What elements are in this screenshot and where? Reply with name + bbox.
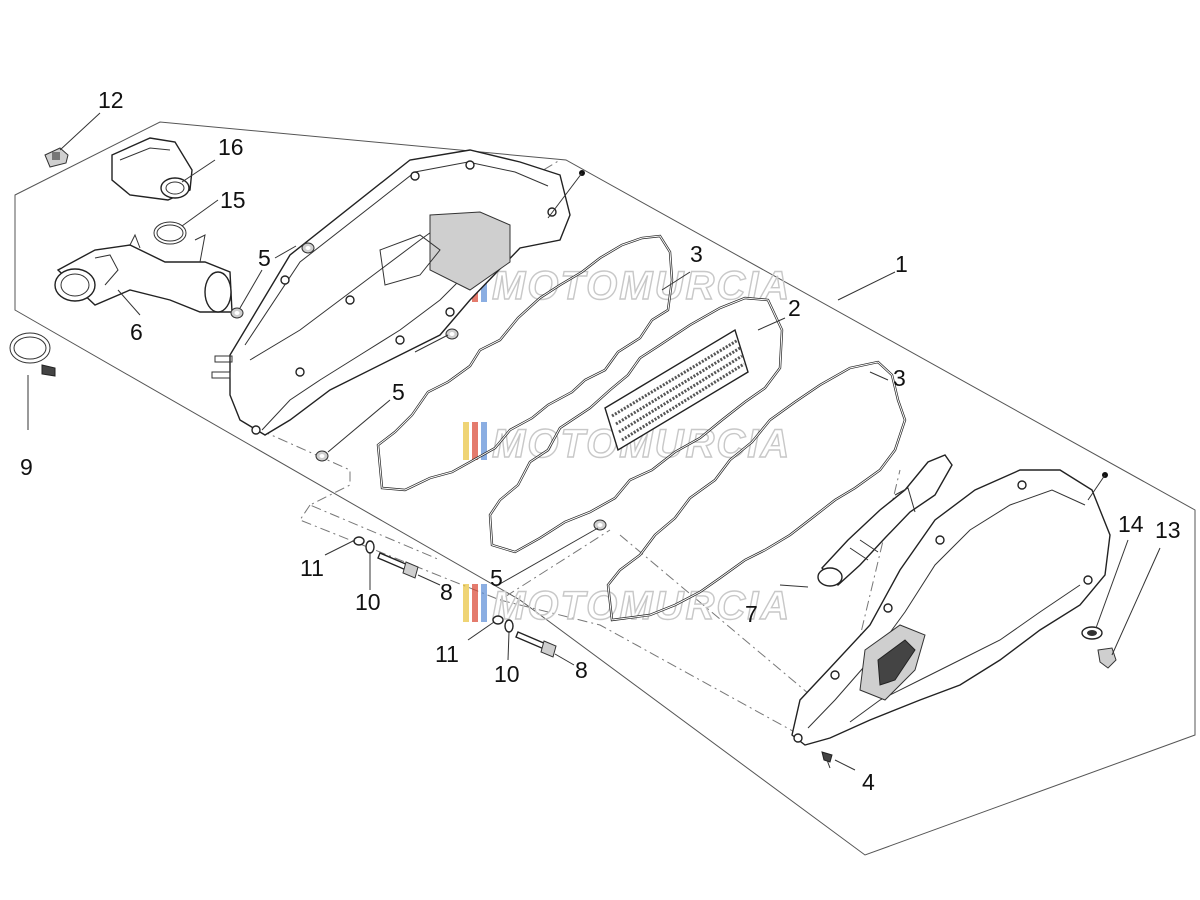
breather-hose-icon <box>817 454 953 587</box>
clip-icon <box>1081 626 1103 640</box>
alignment-line <box>259 429 441 561</box>
bolt-icon <box>377 552 419 579</box>
watermark-text: MOTOMURCIA <box>492 584 791 628</box>
washer-icon <box>365 540 375 554</box>
clip-nut-icon <box>44 147 69 168</box>
intake-duct-icon <box>54 233 233 313</box>
drain-plug-icon <box>1097 647 1117 669</box>
grommet-icon <box>230 307 244 319</box>
part-label-13: 13 <box>1155 517 1181 543</box>
screw-icon <box>821 751 833 769</box>
clamp-ring-icon <box>153 221 187 245</box>
spacer-icon <box>353 536 365 546</box>
leader-line <box>547 172 583 219</box>
watermark-logo: MOTOMURCIA <box>463 583 791 629</box>
part-label-15: 15 <box>220 187 246 213</box>
airbox-cover-icon <box>211 149 571 436</box>
part-label-16: 16 <box>218 134 244 160</box>
leader-line <box>1087 474 1106 501</box>
part-label-12: 12 <box>98 87 124 113</box>
grommet-icon <box>301 242 315 254</box>
part-label-10: 10 <box>494 661 520 687</box>
resonator-cap-icon <box>111 137 193 201</box>
grommet-icon <box>593 519 607 531</box>
part-label-2: 2 <box>788 295 801 321</box>
part-label-14: 14 <box>1118 511 1144 537</box>
part-label-3: 3 <box>690 241 703 267</box>
watermark-logo: MOTOMURCIA <box>463 263 790 309</box>
airbox-housing-icon <box>791 469 1111 746</box>
grommet-icon <box>315 450 329 462</box>
air-filter-element-icon <box>488 296 784 554</box>
hose-clamp-icon <box>9 332 56 377</box>
gasket-icon <box>376 234 674 492</box>
gasket-icon <box>606 360 907 622</box>
grommet-icon <box>445 328 459 340</box>
part-label-10: 10 <box>355 589 381 615</box>
part-label-9: 9 <box>20 454 33 480</box>
washer-icon <box>504 619 514 633</box>
alignment-line <box>299 504 611 601</box>
part-label-11: 11 <box>300 555 324 581</box>
alignment-line <box>499 599 801 736</box>
part-label-5: 5 <box>490 565 503 591</box>
assembly-frame <box>14 121 1196 856</box>
part-label-4: 4 <box>862 769 875 795</box>
part-label-5: 5 <box>258 245 271 271</box>
part-label-8: 8 <box>440 579 453 605</box>
bolt-icon <box>515 631 557 658</box>
part-label-8: 8 <box>575 657 588 683</box>
part-label-3: 3 <box>893 365 906 391</box>
part-label-5: 5 <box>392 379 405 405</box>
part-label-11: 11 <box>435 641 459 667</box>
part-label-1: 1 <box>895 251 908 277</box>
spacer-icon <box>492 615 504 625</box>
leader-lines <box>27 112 1161 771</box>
part-label-7: 7 <box>745 601 758 627</box>
part-label-6: 6 <box>130 319 143 345</box>
